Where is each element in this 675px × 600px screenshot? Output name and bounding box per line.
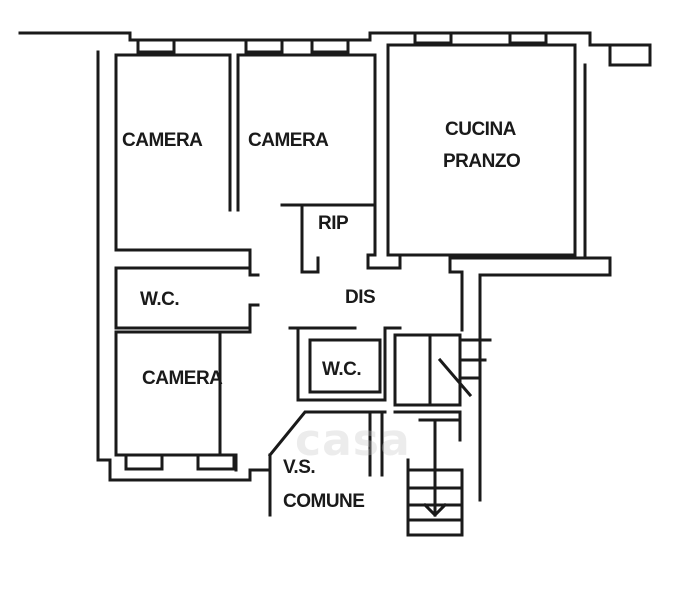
window-top-1 [136, 38, 176, 54]
room-label-camera-1: CAMERA [122, 130, 203, 151]
window-top-6 [608, 43, 652, 67]
window-bottom-1 [124, 453, 164, 471]
cucina-wall [386, 43, 577, 257]
room-label-wc-2: W.C. [322, 359, 362, 380]
camera1-wall [114, 53, 232, 212]
vs-comune-wall [267, 410, 387, 458]
room-label-comune: COMUNE [283, 491, 365, 512]
window-top-4 [413, 31, 453, 45]
room-label-camera-3: CAMERA [142, 368, 223, 389]
window-bottom-2 [196, 453, 236, 471]
window-top-5 [508, 31, 548, 45]
window-top-3 [310, 38, 350, 54]
room-label-dis: DIS [345, 287, 376, 308]
room-label-pranzo: PRANZO [443, 151, 521, 172]
room-label-rip: RIP [318, 213, 349, 234]
window-top-2 [244, 38, 284, 54]
stair-arrow [422, 418, 448, 518]
top-boundary [18, 31, 652, 47]
room-label-vs: V.S. [283, 457, 316, 478]
room-label-wc-1: W.C. [140, 289, 180, 310]
watermark-text: casa [295, 415, 411, 466]
camera3-wall [114, 318, 252, 334]
room-label-camera-2: CAMERA [248, 130, 329, 151]
left-outer-wall [96, 50, 272, 482]
camera2-wall [236, 53, 377, 207]
stair-wall [393, 333, 462, 407]
room-label-cucina: CUCINA [445, 119, 516, 140]
wc1-wall [114, 266, 260, 277]
